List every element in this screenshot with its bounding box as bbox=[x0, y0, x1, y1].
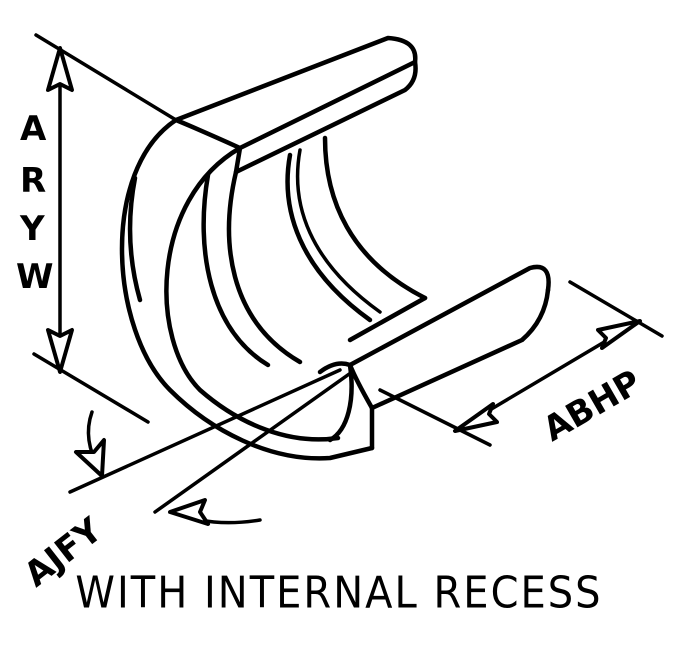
dimension-arrow-up bbox=[46, 46, 74, 92]
bearing-shell bbox=[119, 35, 551, 461]
dimension-arrow-right bbox=[596, 319, 642, 350]
height-dimension bbox=[32, 33, 178, 424]
aryw-letter-2: R bbox=[20, 161, 46, 201]
dimension-arrow-down bbox=[46, 328, 74, 374]
angle-arrow-lower bbox=[168, 498, 210, 526]
aryw-letter-4: W bbox=[16, 257, 54, 297]
dimension-arrow-left bbox=[453, 402, 499, 433]
figure-caption: WITH INTERNAL RECESS bbox=[75, 567, 603, 619]
angle-arrow-upper bbox=[74, 438, 106, 478]
abhp-label: ABHP bbox=[537, 362, 648, 449]
aryw-label: A R Y W bbox=[16, 109, 54, 297]
aryw-letter-1: A bbox=[20, 109, 47, 149]
width-dimension bbox=[378, 280, 664, 447]
aryw-letter-3: Y bbox=[19, 209, 45, 249]
angle-dimension bbox=[68, 368, 354, 526]
